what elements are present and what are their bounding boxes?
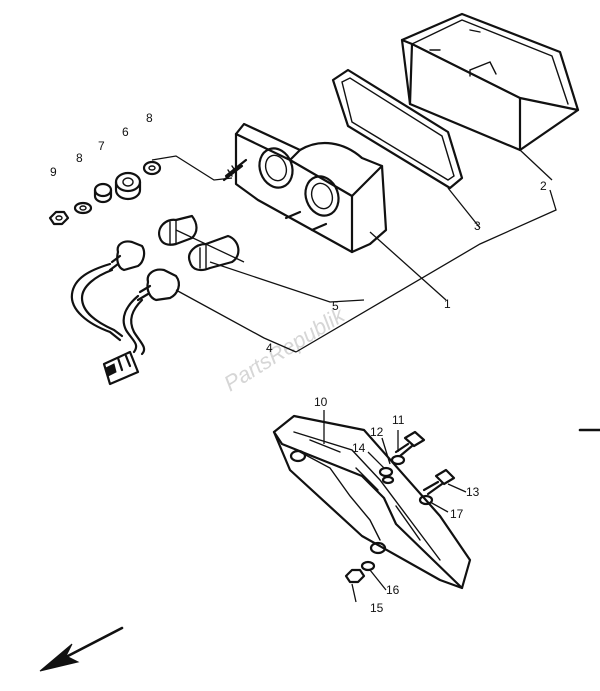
grommet-6 [114, 171, 142, 201]
tail-light-lens [400, 12, 580, 152]
bulb-5-upper [158, 214, 198, 246]
callout-1: 1 [444, 297, 451, 311]
bulb-5-lower [188, 234, 240, 272]
callout-10: 10 [314, 395, 328, 409]
leader-lines [151, 149, 557, 603]
washer-16 [360, 560, 376, 572]
washer-17 [418, 494, 434, 506]
washer-12 [390, 454, 406, 466]
socket-cord-4 [70, 240, 180, 386]
bolt-11 [394, 430, 426, 458]
callout-15: 15 [370, 601, 384, 615]
callout-3: 3 [474, 219, 481, 233]
watermark-text: PartsRepublik [219, 302, 349, 396]
washer-8-lower [73, 201, 93, 215]
callout-2: 2 [540, 179, 547, 193]
callout-11: 11 [392, 413, 405, 427]
callout-9: 9 [50, 165, 57, 179]
collar-7 [93, 182, 113, 204]
callout-5: 5 [332, 299, 339, 313]
license-bracket-10 [272, 414, 472, 590]
bolt-13 [422, 468, 456, 496]
washer-8-upper [142, 160, 162, 176]
callout-14: 14 [352, 441, 366, 455]
callout-4: 4 [266, 341, 273, 355]
nut-9 [48, 210, 70, 226]
callout-12: 12 [370, 425, 384, 439]
callout-8-lower: 8 [76, 151, 83, 165]
callout-8-upper: 8 [146, 111, 153, 125]
callout-17: 17 [450, 507, 464, 521]
callout-16: 16 [386, 583, 400, 597]
nut-15 [344, 568, 366, 584]
tail-light-housing [222, 122, 388, 254]
washer-14 [378, 466, 395, 485]
callout-labels: 1 2 3 4 5 6 7 8 8 9 10 11 12 13 14 15 16… [50, 111, 547, 615]
callout-7: 7 [98, 139, 105, 153]
lens-gasket [331, 68, 464, 190]
callout-6: 6 [122, 125, 129, 139]
front-direction-arrow-icon [39, 626, 124, 672]
callout-13: 13 [466, 485, 480, 499]
